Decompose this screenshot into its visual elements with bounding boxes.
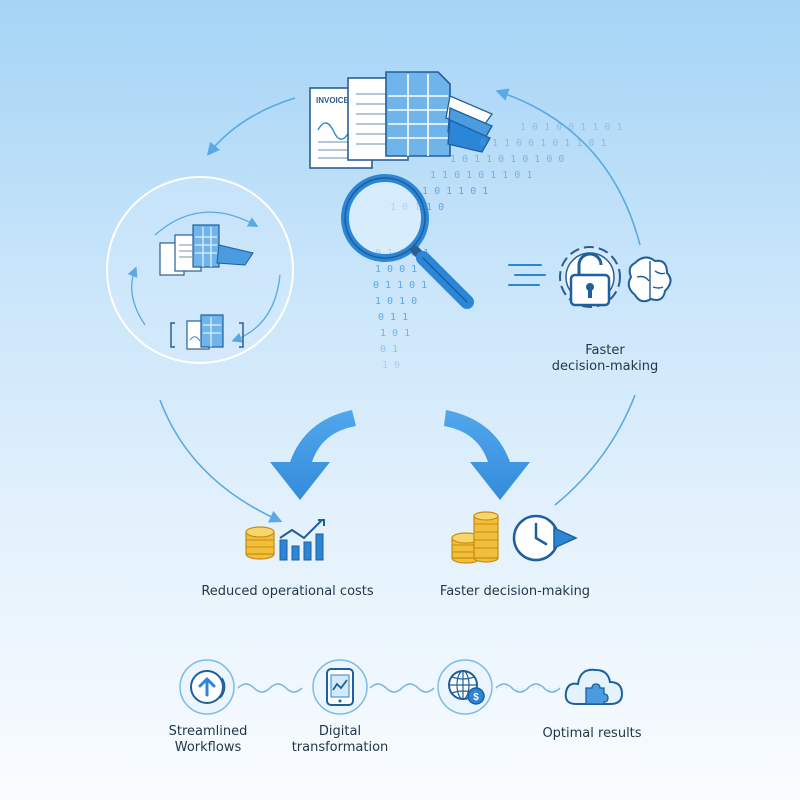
cloud-puzzle-icon — [564, 668, 624, 705]
step-4-line1: Optimal results — [542, 726, 642, 741]
step-2-line1: Digital — [318, 724, 362, 739]
side-label-line2: decision-making — [551, 359, 659, 374]
side-label-line1: Faster — [585, 343, 625, 358]
mini-cycle-circle — [106, 176, 294, 364]
binary-row: 0 1 1 0 0 1 0 1 1 0 1 — [480, 138, 607, 149]
binary-row: 0 1 0 1 1 0 1 — [410, 186, 489, 197]
documents-stack — [309, 71, 493, 169]
binary-row: 1 0 1 1 0 1 0 1 0 0 — [450, 154, 565, 165]
binary-row: 1 0 1 0 0 1 1 0 1 — [520, 122, 623, 133]
magnifier-icon — [341, 174, 474, 309]
lock-icon — [569, 252, 611, 307]
coins-clock-icon — [451, 511, 578, 564]
mini-scan-icon — [170, 314, 244, 350]
invoice-label: INVOICE — [316, 96, 349, 105]
mini-documents-icon — [159, 224, 254, 276]
clock-icon — [512, 514, 578, 562]
coins-bar-chart-icon — [245, 519, 325, 561]
label-reduced-costs: Reduced operational costs — [201, 584, 374, 599]
arrow-right-big — [444, 410, 530, 500]
svg-text:$: $ — [473, 692, 479, 703]
binary-row: 1 0 — [382, 360, 401, 371]
binary-row: 1 0 1 — [380, 328, 411, 339]
globe-dollar-icon: $ — [437, 659, 493, 715]
lock-gear-brain-icon — [508, 246, 672, 308]
tablet-chart-icon — [312, 659, 368, 715]
step-2-line2: transformation — [291, 740, 389, 755]
upload-circle-icon — [179, 659, 235, 715]
coins-icon — [451, 511, 499, 564]
label-faster-decision: Faster decision-making — [439, 584, 591, 599]
coins-icon — [245, 526, 275, 560]
binary-row: 0 1 — [380, 344, 399, 355]
step-connectors — [237, 683, 561, 693]
step-1-line2: Workflows — [174, 740, 242, 755]
binary-row: 1 0 1 0 — [375, 296, 418, 307]
brain-icon — [627, 256, 672, 303]
binary-row: 0 1 1 0 1 — [373, 280, 428, 291]
bar-chart-icon — [279, 519, 325, 561]
binary-row: 1 0 0 1 — [375, 264, 418, 275]
binary-row: 0 1 1 — [378, 312, 409, 323]
binary-row: 1 1 0 1 0 1 1 0 1 — [430, 170, 533, 181]
arrow-left-big — [270, 410, 356, 500]
step-1-line1: Streamlined — [168, 724, 248, 739]
